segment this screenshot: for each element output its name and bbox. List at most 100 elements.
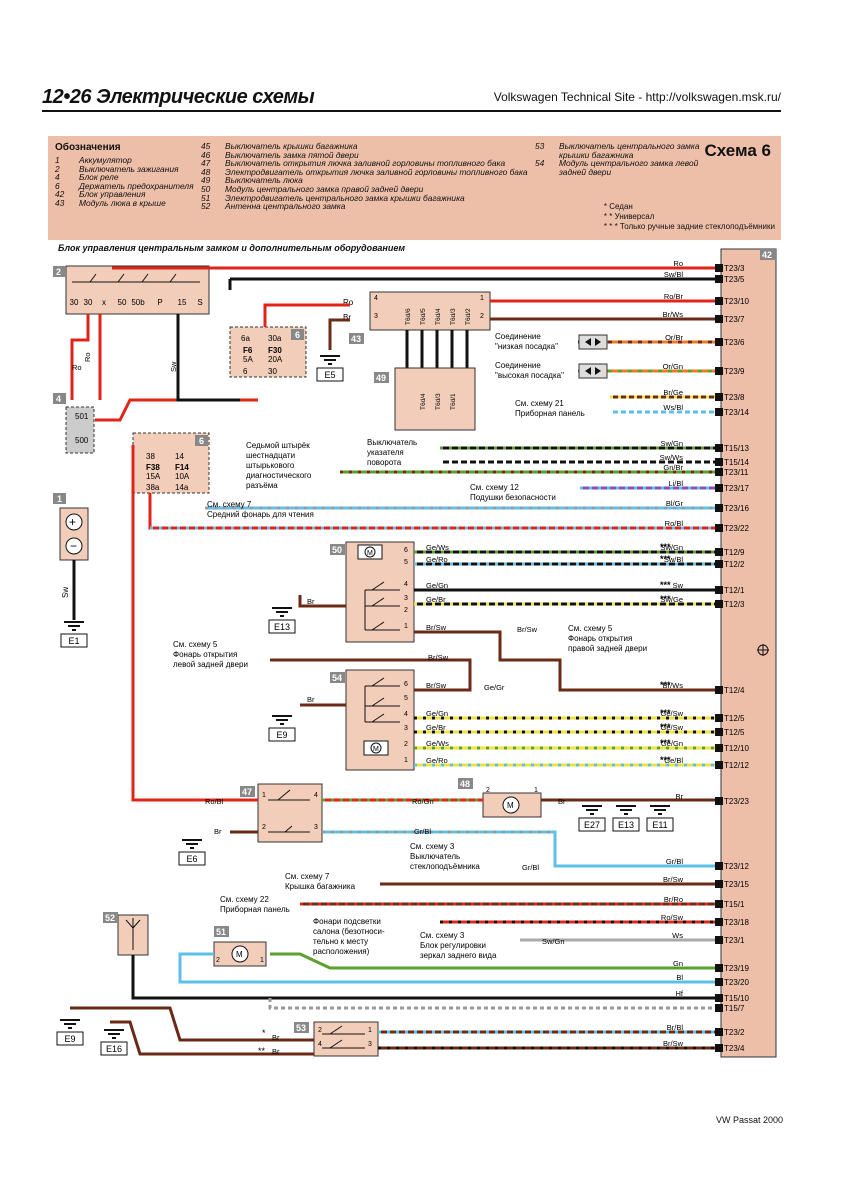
trunk-switch-53-id: 53	[296, 1023, 306, 1033]
wire-code: Br/Ws	[663, 681, 684, 690]
ecu-pin-terminal	[715, 408, 723, 416]
star-note: ***	[660, 542, 671, 552]
ign-ro-label: Ro	[72, 363, 82, 372]
trunk-motor-51-badge	[214, 926, 229, 937]
ground-label-box	[178, 851, 206, 866]
relay-box	[65, 406, 95, 454]
fuse-holder-2-badge	[195, 435, 208, 446]
robl-47-feed	[131, 445, 258, 802]
door-module-50-pin: 1	[404, 623, 408, 630]
wire-code: Ro/Br	[664, 292, 684, 301]
legend-entry-text: Выключатель центрального замка	[559, 141, 700, 151]
door-module-50-wire: Ge/Ws	[426, 543, 449, 552]
battery-id-badge	[53, 493, 66, 504]
annotation-line: правой задней двери	[568, 644, 647, 653]
trunk-switch-53-contacts	[322, 1025, 365, 1049]
ign-sw-label: Sw	[169, 361, 178, 372]
ecu-42-id: 42	[762, 250, 772, 260]
wire-code: Br/Bl	[667, 1023, 684, 1032]
wire-code: Gr/Bl	[666, 857, 683, 866]
door-module-50-motor-icon: M	[357, 544, 383, 560]
filler-switch-47-pin-1: 1	[262, 792, 266, 799]
ground-label: E1	[68, 636, 79, 646]
legend-entry-number: 48	[201, 166, 211, 177]
ecu-pin-terminal	[715, 862, 723, 870]
filler-switch-47-contacts	[268, 789, 310, 833]
legend-entry-number: 2	[55, 163, 60, 174]
relay-pin-500: 500	[75, 436, 89, 445]
door-module-50-pin: 5	[404, 559, 408, 566]
door-module-50-wire: Br/Sw	[426, 623, 447, 632]
ecu-pin-terminal	[715, 393, 723, 401]
door-module-54-pin: 2	[404, 741, 408, 748]
legend-entry-text: Блок управления	[79, 189, 146, 200]
ground-label-box	[56, 1031, 84, 1046]
ecu-pin-terminal	[715, 978, 723, 986]
sunroof-pin-label: T6d/4	[435, 308, 442, 325]
annotation-line: Фонарь открытия	[568, 634, 632, 643]
ground-label-box	[60, 633, 88, 648]
legend-entry-text: Антенна центрального замка	[225, 201, 346, 212]
ecu-pin-label: T23/3	[724, 264, 745, 273]
door-module-50-pin: 6	[404, 547, 408, 554]
ecu-pin-label: T23/10	[724, 297, 749, 306]
trunk-switch-53-badge	[294, 1022, 309, 1033]
filler-switch-br: Br	[214, 827, 222, 836]
ecu-pin-terminal	[715, 918, 723, 926]
trunk-switch-pin: 4	[318, 1041, 322, 1048]
bl-t23-20	[178, 952, 715, 984]
wire-code: Sw/Gn	[660, 543, 683, 552]
ecu-pin-label: T12/3	[724, 600, 745, 609]
ground-label-box	[612, 817, 640, 832]
ignition-terminal-label: 15	[178, 298, 187, 307]
legend-entry-text: Держатель предохранителя	[79, 180, 194, 191]
wire-code: Ro	[673, 259, 683, 268]
legend-entry-text: задней двери	[559, 166, 612, 177]
legend-entry-number: 53	[535, 141, 545, 151]
legend-entry-text: Модуль центрального замка левой	[559, 158, 699, 169]
annotation-line: Фонарь открытия	[173, 650, 237, 659]
wire-code: Br	[676, 792, 684, 801]
trunk-switch-br-2: Br	[272, 1047, 280, 1056]
trunk-switch-stars: **	[258, 1046, 266, 1056]
wire-code: Sw/Ws	[660, 453, 684, 462]
wire-code: Sw/Ge	[660, 595, 683, 604]
ecu-pin-label: T23/12	[724, 862, 749, 871]
legend-entry: 53 Выключатель центрального замка	[535, 142, 700, 151]
door-module-54-wire: Br/Sw	[426, 681, 447, 690]
ecu-pin-label: T23/7	[724, 315, 745, 324]
star-note: ***	[660, 554, 671, 564]
ignition-terminal-label: S	[197, 298, 202, 307]
ecu-ground-symbol	[757, 644, 769, 656]
sunroof-br-ground	[328, 318, 350, 350]
annotation-line: Приборная панель	[220, 905, 290, 914]
diagram-subtitle: Блок управления центральным замком и доп…	[58, 243, 406, 253]
grbl-t23-12	[322, 830, 715, 868]
wire-code: Br/Sw	[663, 1039, 684, 1048]
fuse-f38-rating: 15A	[146, 472, 161, 481]
ground-label-box	[268, 727, 296, 742]
ecu-pin-label: T23/5	[724, 275, 745, 284]
wire-code: Ge/Sw	[660, 709, 683, 718]
ecu-pin-label: T23/8	[724, 393, 745, 402]
legend-entry-text: Аккумулятор	[79, 155, 132, 165]
annotation-line: Фонари подсветки	[313, 917, 381, 926]
door-module-54-pin: 1	[404, 757, 408, 764]
trunk-switch-pin: 2	[318, 1027, 322, 1034]
legend-note: * * * Только ручные задние стеклоподъёмн…	[603, 222, 775, 231]
fuse-holder-1-id: 6	[295, 330, 300, 340]
ecu-pin-label: T23/23	[724, 797, 749, 806]
door-module-50-pin: 3	[404, 595, 408, 602]
sunroof-wire-br: Br	[343, 313, 351, 322]
filler-switch-47-badge	[240, 786, 255, 797]
ignition-switch-contacts	[72, 273, 200, 283]
sunroof-wire-ro: Ro	[343, 298, 354, 307]
fuse-f14-terminal-in: 14	[175, 452, 184, 461]
